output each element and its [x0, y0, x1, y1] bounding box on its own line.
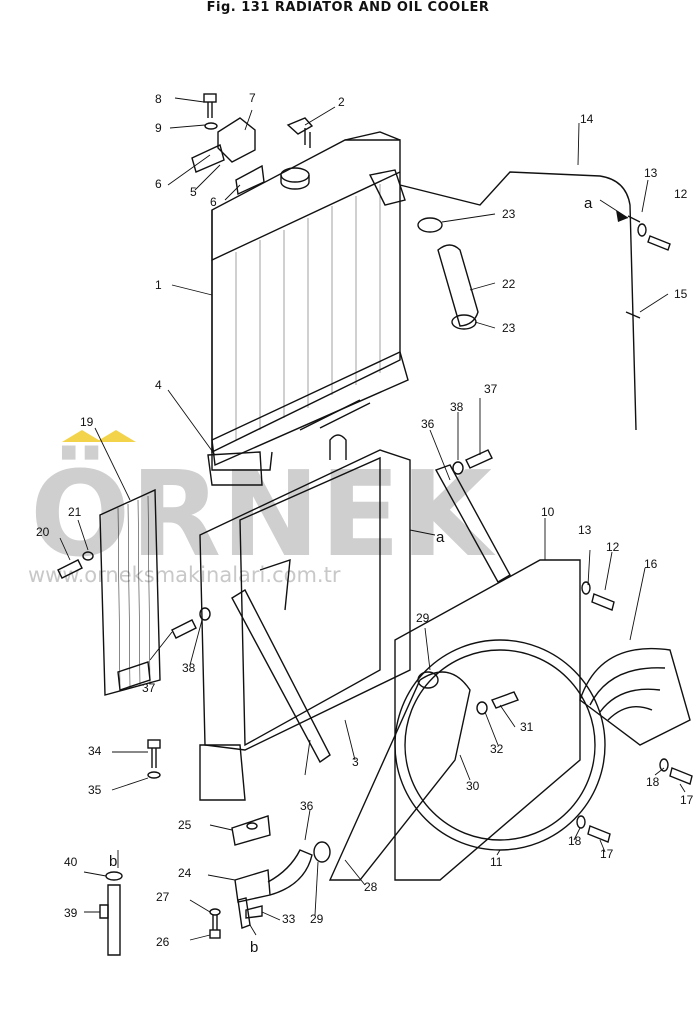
watermark-brand: ÖRNEK — [30, 445, 497, 583]
callout-17a: 17 — [680, 793, 694, 807]
watermark-accent-icon — [62, 430, 136, 442]
callout-2: 2 — [338, 95, 345, 109]
callout-36a: 36 — [421, 417, 435, 431]
callout-34: 34 — [88, 744, 102, 758]
callout-29b: 29 — [310, 912, 324, 926]
bolt-icon — [581, 581, 615, 611]
callout-36b: 36 — [300, 799, 314, 813]
ref-letter-b2: b — [250, 939, 258, 956]
callout-labels: 8 9 7 2 6 5 6 1 4 14 13 12 a 23 22 15 23… — [36, 91, 694, 956]
callout-6b: 6 — [210, 195, 217, 209]
bolt-icon — [147, 739, 161, 779]
callout-4: 4 — [155, 378, 162, 392]
callout-22: 22 — [502, 277, 516, 291]
callout-26: 26 — [156, 935, 170, 949]
watermark-url: www.orneksmakinalari.com.tr — [28, 563, 341, 587]
arrow-a-icon — [616, 210, 628, 222]
callout-12a: 12 — [674, 187, 688, 201]
radiator-cap-icon — [280, 117, 314, 190]
watermark: ÖRNEK www.orneksmakinalari.com.tr — [28, 430, 497, 587]
upper-hose — [368, 169, 479, 330]
callout-29a: 29 — [416, 611, 430, 625]
bolt-icon — [171, 449, 493, 639]
callout-13b: 13 — [578, 523, 592, 537]
callout-35: 35 — [88, 783, 102, 797]
figure-title: Fig. 131 RADIATOR AND OIL COOLER — [206, 0, 490, 15]
ref-letter-a2: a — [436, 529, 445, 546]
leader-lines — [59, 97, 686, 941]
callout-24: 24 — [178, 866, 192, 880]
overflow-pipe — [399, 171, 641, 431]
callout-23b: 23 — [502, 321, 516, 335]
callout-32: 32 — [490, 742, 504, 756]
callout-7: 7 — [249, 91, 256, 105]
callout-40: 40 — [64, 855, 78, 869]
callout-1: 1 — [155, 278, 162, 292]
callout-37b: 37 — [142, 681, 156, 695]
callout-25: 25 — [178, 818, 192, 832]
bolt-icon — [637, 223, 671, 251]
callout-16: 16 — [644, 557, 658, 571]
callout-18a: 18 — [646, 775, 660, 789]
callout-27: 27 — [156, 890, 170, 904]
callout-12b: 12 — [606, 540, 620, 554]
callout-6a: 6 — [155, 177, 162, 191]
oil-cooler — [99, 488, 161, 696]
callout-30: 30 — [466, 779, 480, 793]
ref-letter-b1: b — [109, 853, 117, 870]
lower-hose — [313, 671, 471, 881]
callout-14: 14 — [580, 112, 594, 126]
bolt-icon — [203, 93, 218, 130]
mounting-bracket — [191, 117, 265, 196]
support-stay — [231, 464, 511, 764]
callout-5: 5 — [190, 185, 197, 199]
callout-15: 15 — [674, 287, 688, 301]
callout-18b: 18 — [568, 834, 582, 848]
callout-37a: 37 — [484, 382, 498, 396]
drain-cock-icon — [237, 897, 263, 929]
callout-20: 20 — [36, 525, 50, 539]
callout-13a: 13 — [644, 166, 658, 180]
callout-28: 28 — [364, 880, 378, 894]
fan-guard — [579, 647, 691, 746]
fan-shroud — [394, 559, 606, 881]
bolt-icon — [476, 691, 519, 715]
water-outlet — [209, 815, 313, 939]
callout-39: 39 — [64, 906, 78, 920]
bolt-icon — [57, 551, 94, 579]
radiator-core — [211, 131, 409, 471]
ref-letter-a1: a — [584, 195, 593, 212]
callout-8: 8 — [155, 92, 162, 106]
callout-19: 19 — [80, 415, 94, 429]
callout-31: 31 — [520, 720, 534, 734]
gasket — [207, 451, 263, 486]
callout-3: 3 — [352, 755, 359, 769]
diagram-lines — [57, 93, 693, 956]
bolt-icon — [576, 758, 693, 843]
callout-10: 10 — [541, 505, 555, 519]
callout-33: 33 — [282, 912, 296, 926]
callout-9: 9 — [155, 121, 162, 135]
callout-38b: 38 — [182, 661, 196, 675]
callout-17b: 17 — [600, 847, 614, 861]
radiator-frame — [199, 434, 411, 801]
callout-21: 21 — [68, 505, 82, 519]
callout-23a: 23 — [502, 207, 516, 221]
drain-pipe — [99, 871, 123, 956]
callout-11: 11 — [490, 855, 503, 869]
callout-38a: 38 — [450, 400, 464, 414]
